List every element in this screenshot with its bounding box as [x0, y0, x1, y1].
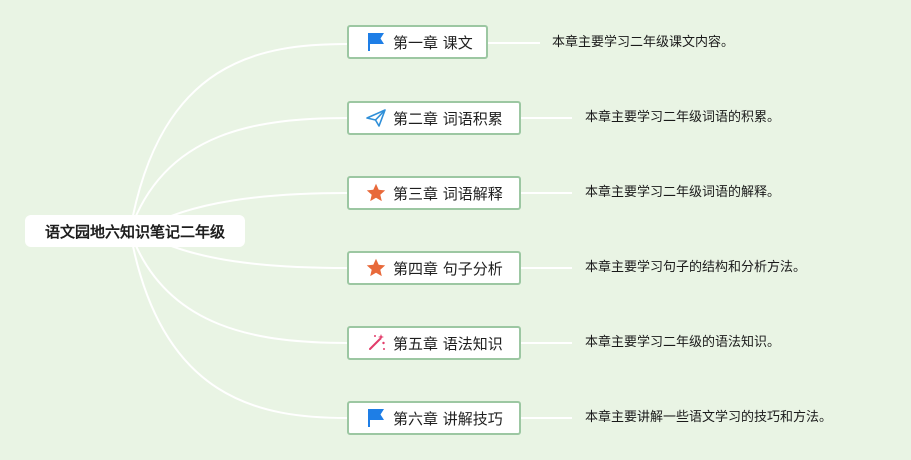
- paper-plane-icon: [365, 107, 387, 129]
- connector-root-ch6: [129, 230, 349, 419]
- chapter-3-label: 第三章 词语解释: [393, 184, 503, 203]
- magic-wand-icon: [365, 332, 387, 354]
- flag-icon: [365, 407, 387, 429]
- chapter-2-label: 第二章 词语积累: [393, 109, 503, 128]
- star-icon: [365, 257, 387, 279]
- connector-root-ch5: [129, 230, 349, 344]
- chapter-5-topic[interactable]: 第五章 语法知识: [347, 326, 521, 360]
- chapter-2-description: 本章主要学习二年级词语的积累。: [585, 110, 781, 125]
- chapter-1-description: 本章主要学习二年级课文内容。: [552, 35, 735, 50]
- flag-icon: [365, 31, 387, 53]
- root-topic[interactable]: 语文园地六知识笔记二年级: [25, 215, 245, 247]
- chapter-1-topic[interactable]: 第一章 课文: [347, 25, 488, 59]
- chapter-5-description: 本章主要学习二年级的语法知识。: [585, 335, 781, 350]
- chapter-5-label: 第五章 语法知识: [393, 334, 503, 353]
- connector-root-ch2: [129, 117, 349, 232]
- chapter-6-topic[interactable]: 第六章 讲解技巧: [347, 401, 521, 435]
- chapter-4-description: 本章主要学习句子的结构和分析方法。: [585, 260, 807, 275]
- root-topic-label: 语文园地六知识笔记二年级: [44, 222, 225, 241]
- star-icon: [365, 182, 387, 204]
- chapter-6-label: 第六章 讲解技巧: [393, 409, 503, 428]
- chapter-3-topic[interactable]: 第三章 词语解释: [347, 176, 521, 210]
- chapter-2-topic[interactable]: 第二章 词语积累: [347, 101, 521, 135]
- chapter-3-description: 本章主要学习二年级词语的解释。: [585, 185, 781, 200]
- chapter-4-topic[interactable]: 第四章 句子分析: [347, 251, 521, 285]
- chapter-4-label: 第四章 句子分析: [393, 259, 503, 278]
- chapter-1-label: 第一章 课文: [393, 33, 473, 52]
- chapter-6-description: 本章主要讲解一些语文学习的技巧和方法。: [585, 410, 833, 425]
- connector-root-ch1: [129, 43, 349, 232]
